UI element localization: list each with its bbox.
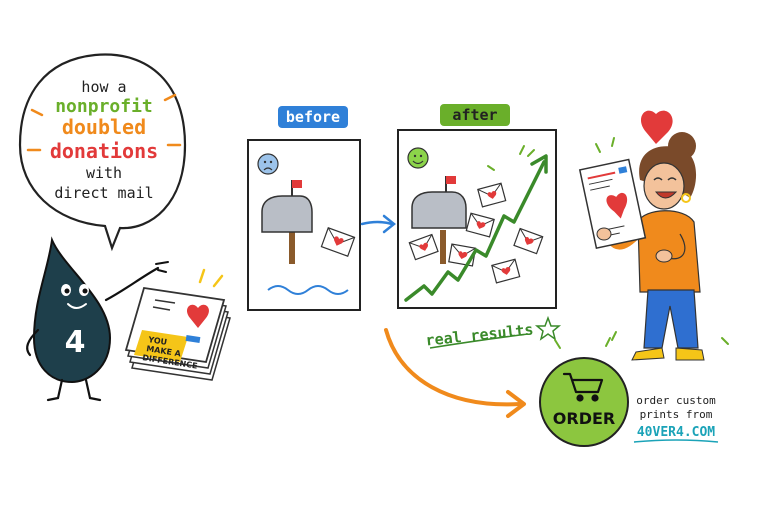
envelope-icon [477, 182, 507, 208]
envelope-icon [465, 212, 495, 238]
envelope-icon [491, 258, 521, 284]
bubble-line-2: nonprofit [55, 96, 153, 117]
mailbox-icon [411, 176, 467, 264]
bubble-line-3: doubled [62, 115, 146, 139]
envelope-icon [513, 227, 544, 255]
order-label: ORDER [553, 409, 615, 428]
envelope-icon [408, 233, 439, 261]
order-link[interactable]: 40VER4.COM [637, 425, 715, 440]
bubble-line-1: how a [81, 78, 126, 96]
after-label: after [452, 106, 497, 124]
curved-arrow-icon [384, 328, 526, 418]
growth-line-icon [404, 160, 546, 302]
cart-icon [562, 372, 604, 402]
star-icon [534, 315, 562, 341]
sad-face-icon [257, 153, 279, 175]
mascot-number: 4 [65, 325, 86, 360]
order-button[interactable]: ORDER [539, 337, 629, 447]
heart-icon [640, 110, 673, 144]
speech-bubble: how a nonprofit doubled donations with d… [18, 53, 187, 252]
underline-icon [429, 333, 529, 349]
bubble-line-5: with [86, 164, 122, 182]
mailbox-icon [261, 180, 313, 264]
flyer-icon [578, 158, 647, 250]
mascot-drop: 4 [26, 236, 169, 402]
before-label: before [286, 108, 340, 126]
flyer-line-1: YOU [147, 335, 168, 347]
envelope-icon [320, 227, 356, 257]
order-note-line-2: prints from [640, 408, 713, 421]
happy-woman [578, 110, 729, 361]
bubble-line-4: donations [50, 139, 158, 163]
arrow-icon [360, 214, 397, 234]
bubble-line-6: direct mail [54, 184, 153, 202]
flyer-stack: YOU MAKE A DIFFERENCE [124, 268, 231, 381]
order-note-line-1: order custom [636, 394, 716, 407]
before-panel: before [247, 106, 361, 311]
happy-face-icon [407, 147, 429, 169]
after-panel: after [397, 104, 557, 309]
